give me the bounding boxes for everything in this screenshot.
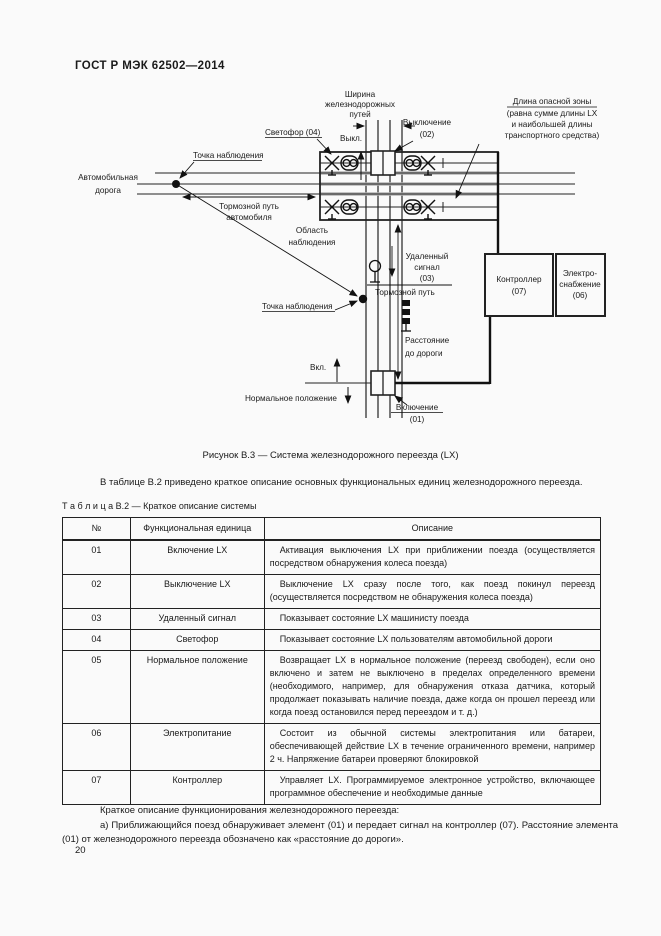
railway-crossing-diagram: Контроллер (07) Электро- снабжение (06) …	[78, 90, 606, 424]
cell-number: 02	[62, 574, 131, 609]
col-header-unit: Функциональная единица	[129, 517, 265, 541]
cell-number: 05	[62, 650, 131, 724]
on-01-label-1: Включение	[396, 403, 439, 412]
danger-zone-leader	[455, 143, 480, 199]
power-ref: (06)	[573, 291, 588, 300]
cell-description: Состоит из обычной системы электропитани…	[263, 723, 602, 771]
off-02-leader	[394, 140, 414, 152]
on-01-leader	[394, 395, 408, 406]
cell-functional-unit: Выключение LX	[129, 574, 265, 609]
cell-number: 06	[62, 723, 131, 771]
track-width-label-3: путей	[349, 110, 370, 119]
footer-description: Краткое описание функционирования железн…	[62, 804, 618, 848]
cell-number: 04	[62, 629, 131, 651]
system-table-wrap: № Функциональная единица Описание 01 Вкл…	[62, 517, 602, 805]
track-width-label-1: Ширина	[345, 90, 376, 99]
page-number: 20	[75, 845, 86, 856]
table-header-row: № Функциональная единица Описание	[62, 517, 602, 541]
remote-signal-label-2: сигнал	[414, 263, 440, 272]
gost-standard-title: ГОСТ Р МЭК 62502—2014	[75, 60, 225, 72]
figure-caption: Рисунок В.3 — Система железнодорожного п…	[202, 450, 459, 461]
track-width-label-2: железнодорожных	[325, 100, 395, 109]
on-01-label-2: (01)	[410, 415, 425, 424]
railway-signal-icon	[401, 300, 411, 332]
sight-line	[175, 183, 358, 297]
obs-point1-label: Точка наблюдения	[193, 151, 264, 160]
power-label-1: Электро-	[563, 269, 597, 278]
road-lines	[137, 172, 575, 195]
controller-ref: (07)	[512, 287, 527, 296]
svetofor-leader	[316, 138, 332, 155]
cell-number: 03	[62, 608, 131, 630]
off-02-label-2: (02)	[420, 130, 435, 139]
cell-description: Выключение LX сразу после того, как поез…	[263, 574, 602, 609]
obs-point2-leader	[334, 300, 358, 311]
power-supply-box	[555, 253, 606, 317]
remote-signal-label-1: Удаленный	[406, 252, 449, 261]
cell-description: Показывает состояние LX пользователям ав…	[263, 629, 602, 651]
table-row: 07 Контроллер Управляет LX. Программируе…	[62, 770, 602, 805]
system-description-table: № Функциональная единица Описание 01 Вкл…	[62, 517, 602, 805]
table-row: 06 Электропитание Состоит из обычной сис…	[62, 723, 602, 771]
cell-number: 01	[62, 539, 131, 575]
normal-position-label: Нормальное положение	[245, 394, 337, 403]
col-header-desc: Описание	[263, 517, 602, 541]
table-row: 03 Удаленный сигнал Показывает состояние…	[62, 608, 602, 630]
danger-zone-label-1: Длина опасной зоны	[513, 97, 592, 106]
road-label-1: Автомобильная	[78, 173, 138, 182]
off-02-label-1: Выключение	[403, 118, 452, 127]
cell-number: 07	[62, 770, 131, 805]
controller-box	[484, 253, 554, 317]
footer-line-2: а) Приближающийся поезд обнаруживает эле…	[62, 819, 618, 846]
controller-label: Контроллер	[496, 275, 542, 284]
car-braking-label-2: автомобиля	[226, 213, 272, 222]
controller-connections	[395, 152, 500, 385]
obs-area-label-2: наблюдения	[289, 238, 336, 247]
car-braking-label-1: Тормозной путь	[219, 202, 279, 211]
traffic-light-top-right-icon	[403, 155, 436, 176]
table-body: 01 Включение LX Активация выключения LX …	[62, 539, 602, 805]
traffic-light-top-left-icon	[324, 155, 359, 176]
train-braking-label: Тормозной путь	[375, 288, 435, 297]
sensor-02-box	[370, 150, 396, 176]
danger-zone-label-2: (равна сумме длины LX	[507, 109, 598, 118]
cell-functional-unit: Контроллер	[129, 770, 265, 805]
obs-point2-dot	[358, 294, 368, 304]
footer-line-1: Краткое описание функционирования железн…	[100, 805, 400, 816]
danger-zone-label-3: и наибольшей длины	[511, 120, 592, 129]
cell-functional-unit: Светофор	[129, 629, 265, 651]
remote-signal-icon	[368, 259, 382, 283]
obs-point2-label: Точка наблюдения	[262, 302, 333, 311]
remote-signal-ref: (03)	[420, 274, 435, 283]
table-title: Т а б л и ц а В.2 — Краткое описание сис…	[62, 501, 257, 511]
vkl-label: Вкл.	[310, 363, 326, 372]
table-row: 05 Нормальное положение Возвращает LX в …	[62, 650, 602, 724]
intro-paragraph: В таблице В.2 приведено краткое описание…	[100, 477, 583, 488]
cell-description: Управляет LX. Программируемое электронно…	[263, 770, 602, 805]
power-label-2: снабжение	[559, 280, 601, 289]
col-header-num: №	[62, 517, 131, 541]
table-row: 01 Включение LX Активация выключения LX …	[62, 539, 602, 575]
distance-label-1: Расстояние	[405, 336, 450, 345]
cell-functional-unit: Удаленный сигнал	[129, 608, 265, 630]
obs-point1-leader	[179, 161, 195, 179]
table-row: 02 Выключение LX Выключение LX сразу пос…	[62, 574, 602, 609]
cell-functional-unit: Электропитание	[129, 723, 265, 771]
svetofor-label: Светофор (04)	[265, 128, 321, 137]
cell-description: Возвращает LX в нормальное положение (пе…	[263, 650, 602, 724]
road-label-2: дорога	[95, 186, 121, 195]
obs-area-label-1: Область	[296, 226, 328, 235]
traffic-light-bottom-right-icon	[403, 199, 436, 220]
sensor-01-box	[370, 370, 396, 396]
traffic-light-bottom-left-icon	[324, 199, 359, 220]
cell-description: Активация выключения LX при приближении …	[263, 539, 602, 575]
table-row: 04 Светофор Показывает состояние LX поль…	[62, 629, 602, 651]
vykl-label: Выкл.	[340, 134, 362, 143]
cell-description: Показывает состояние LX машинисту поезда	[263, 608, 602, 630]
cell-functional-unit: Включение LX	[129, 539, 265, 575]
danger-zone-label-4: транспортного средства)	[505, 131, 600, 140]
cell-functional-unit: Нормальное положение	[129, 650, 265, 724]
distance-label-2: до дороги	[405, 349, 443, 358]
